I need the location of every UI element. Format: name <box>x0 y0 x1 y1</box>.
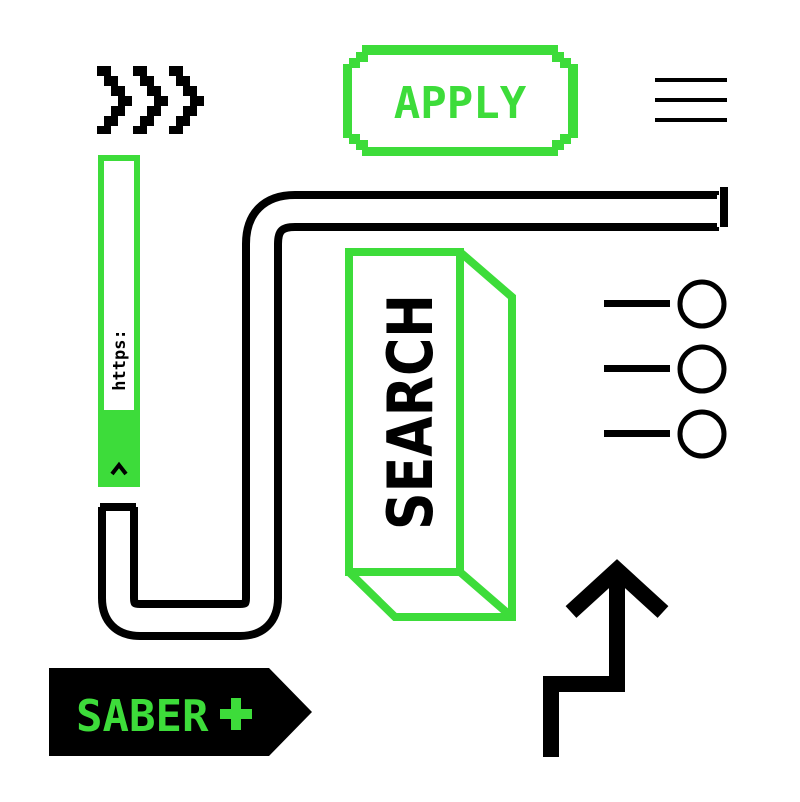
apply-button[interactable]: APPLY <box>343 45 578 156</box>
address-bar-protocol: https: <box>110 329 130 390</box>
chevrons-right-icon[interactable] <box>97 66 204 134</box>
apply-button-label: APPLY <box>394 78 527 129</box>
winding-path-inner <box>106 199 719 632</box>
search-button[interactable]: SEARCH <box>345 248 516 621</box>
address-bar[interactable]: https: <box>98 155 140 487</box>
hamburger-menu-icon[interactable] <box>655 78 727 122</box>
brand-tag-label: SABER <box>76 691 209 742</box>
brand-tag[interactable]: SABER <box>49 668 312 756</box>
arrow-up-icon[interactable] <box>543 559 669 757</box>
plus-icon <box>220 698 252 730</box>
radio-option[interactable] <box>604 344 727 394</box>
search-button-label: SEARCH <box>374 294 447 530</box>
chevron-up-icon[interactable] <box>110 461 128 476</box>
radio-list-icon[interactable] <box>604 279 727 459</box>
radio-option[interactable] <box>604 279 727 329</box>
radio-option[interactable] <box>604 409 727 459</box>
